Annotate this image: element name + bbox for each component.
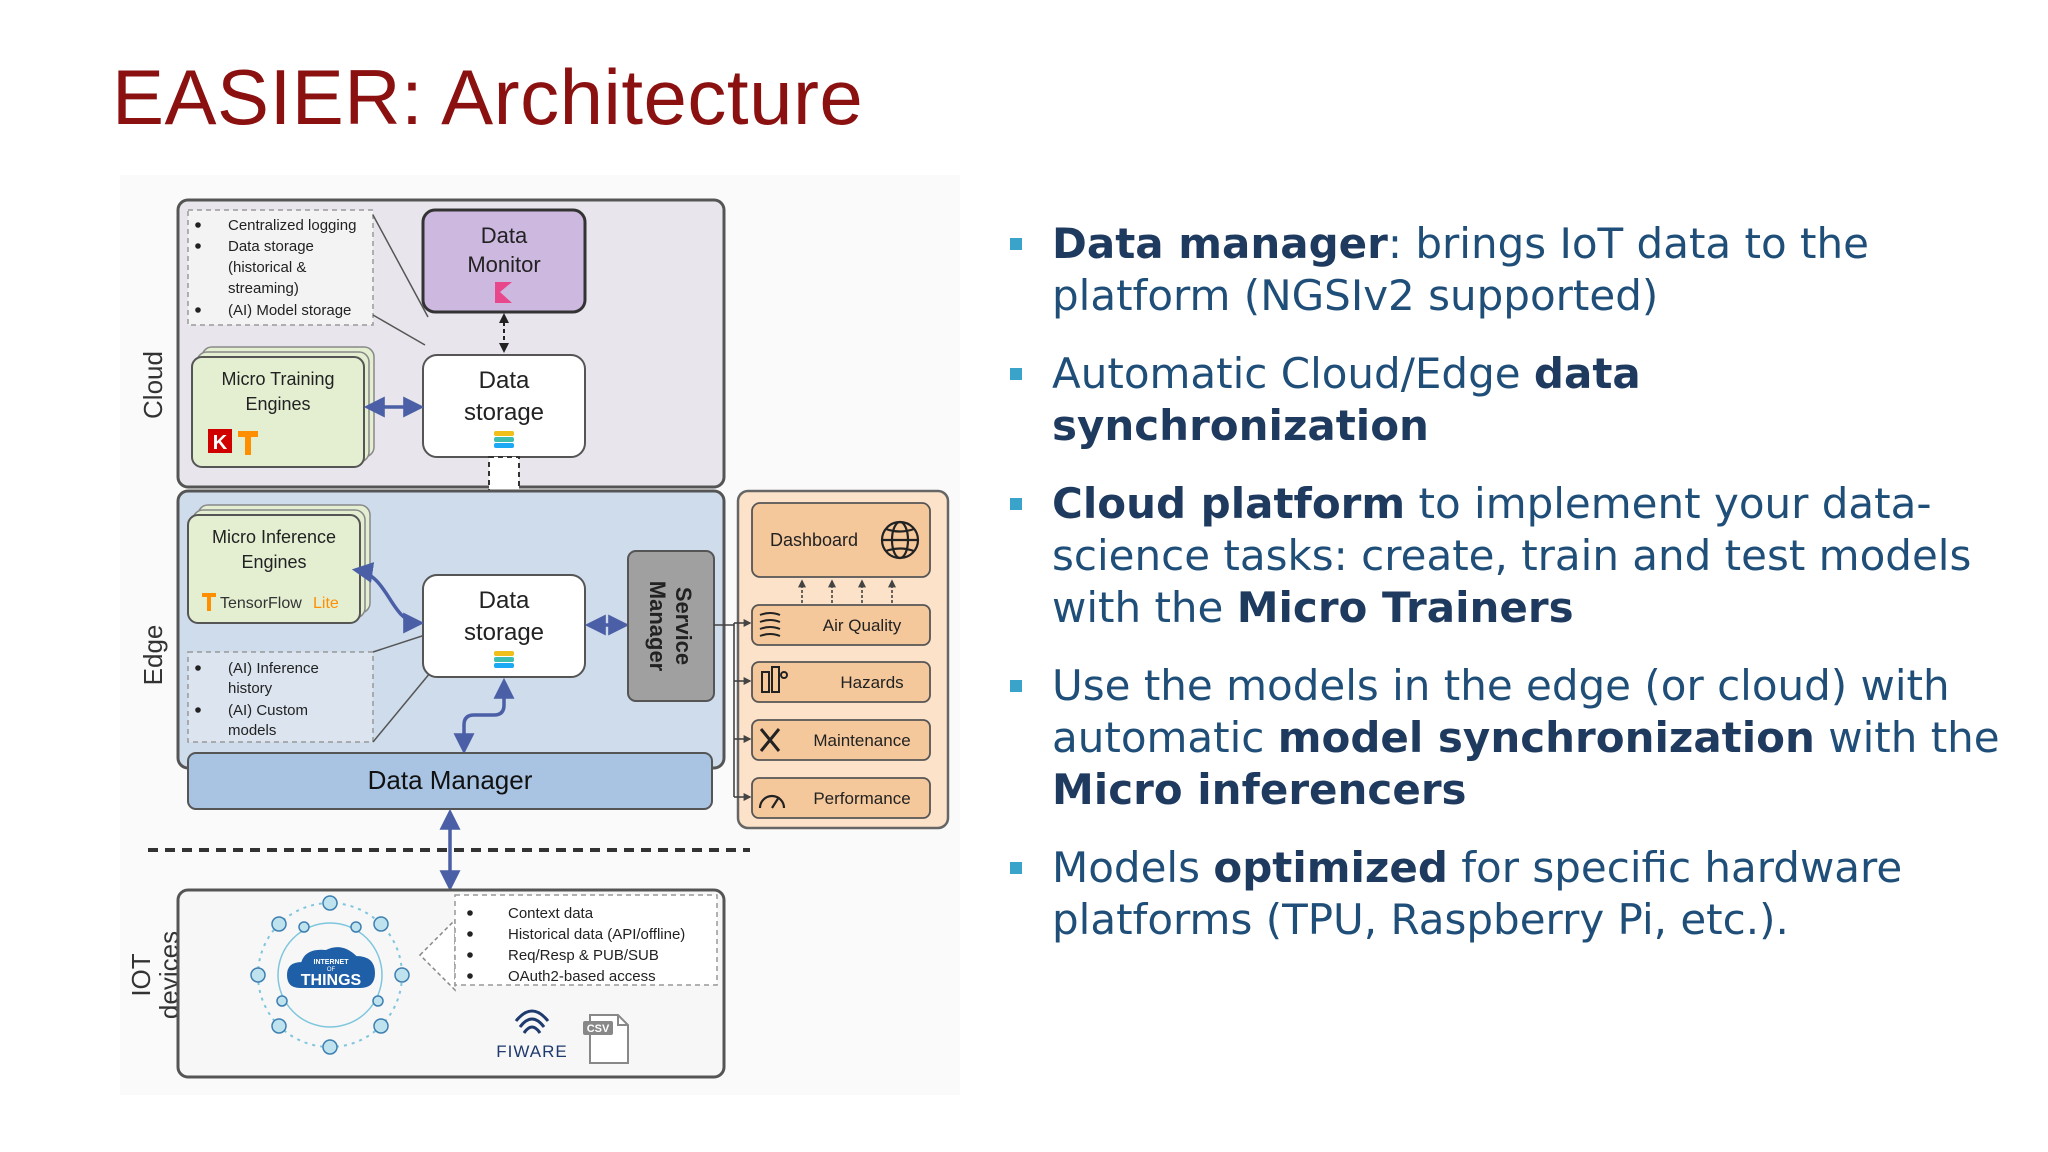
iot-notes: Context data Historical data (API/offlin… [467,905,685,985]
cloud-storage-label-2: storage [464,399,544,426]
tools-icon [759,728,781,752]
bullet-list: Data manager: brings IoT data to the pla… [1000,218,2010,972]
bullet-text: Use the models in the edge (or cloud) wi… [1052,661,1950,762]
performance-app [751,777,931,819]
cloud-note: (AI) Model storage [228,302,351,319]
cloud-storage-label-1: Data [479,367,530,394]
bullet-bold-text: model synchronization [1277,713,1815,762]
iot-logo-text: THINGS [301,972,362,989]
fiware-label: FIWARE [496,1042,567,1061]
dashboard-label: Dashboard [770,530,858,550]
tensorflow-icon [238,431,258,455]
cloud-note: Centralized logging [228,217,356,234]
bullet-bold-text: Data manager [1052,219,1388,268]
hazards-icon [761,666,788,693]
bullet-bold-text: data synchronization [1052,349,1641,450]
edge-storage-label-2: storage [464,619,544,646]
edge-note: models [228,722,276,739]
bullet-bold-text: optimized [1213,843,1448,892]
cloud-note: Data storage [228,238,314,255]
bullet-marker [1010,238,1022,250]
bullet-marker [1010,680,1022,692]
air-quality-icon [759,612,781,637]
cloud-note: streaming) [228,280,299,297]
edge-storage-label-1: Data [479,587,530,614]
bullet-text: Models [1052,843,1214,892]
micro-training-label-1: Micro Training [221,369,334,389]
bullet-bold-text: Micro inferencers [1052,765,1467,814]
iot-note: Req/Resp & PUB/SUB [508,947,659,964]
cloud-notes: Centralized logging Data storage (histor… [195,217,356,319]
bullet-marker [1010,862,1022,874]
globe-icon [880,520,920,560]
bullet-item: Cloud platform to implement your data-sc… [1000,478,2010,634]
data-monitor-label-2: Monitor [467,252,540,277]
micro-inference-label-1: Micro Inference [212,527,336,547]
edge-note: (AI) Inference [228,660,319,677]
elastic-icon [494,651,514,668]
bullet-item: Automatic Cloud/Edge data synchronizatio… [1000,348,2010,452]
keras-icon-letter: K [213,432,228,454]
tensorflow-lite-text: TensorFlow [220,595,302,612]
iot-note: Context data [508,905,594,922]
bullet-text: to implement your data-science tasks: cr… [1052,479,1972,632]
service-manager-label-1: Service [671,587,696,665]
dashboard-app [751,502,931,578]
iot-note: Historical data (API/offline) [508,926,685,943]
edge-note: (AI) Custom [228,702,308,719]
hazards-app [751,661,931,703]
micro-inference-label-2: Engines [241,552,306,572]
csv-file-icon [583,1014,629,1064]
iot-logo-text: INTERNET [314,959,350,966]
iot-notes-box [454,894,718,986]
air-quality-label: Air Quality [823,616,902,635]
bullet-item: Data manager: brings IoT data to the pla… [1000,218,2010,322]
bullet-marker [1010,368,1022,380]
bullet-text: with the [1814,713,2000,762]
hazards-label: Hazards [840,673,903,692]
maintenance-label: Maintenance [813,731,910,750]
bullet-text: for specific hardware platforms (TPU, Ra… [1052,843,1903,944]
service-manager-box [627,550,715,702]
performance-label: Performance [813,789,910,808]
bullet-item: Models optimized for specific hardware p… [1000,842,2010,946]
data-monitor-box [421,208,587,314]
bullet-bold-text: Cloud platform [1052,479,1406,528]
micro-training-label-2: Engines [245,394,310,414]
bullet-text: Automatic Cloud/Edge [1052,349,1534,398]
air-quality-app [751,604,931,646]
iot-logo-text: OF [327,967,336,973]
iot-layer-label-1: IOT [126,953,156,996]
slide-title: EASIER: Architecture [112,53,864,141]
iot-note: OAuth2-based access [508,968,656,985]
bullet-text: : brings IoT data to the platform (NGSIv… [1052,219,1869,320]
cloud-notes-box [187,209,374,326]
bullet-bold-text: Micro Trainers [1236,583,1574,632]
cloud-layer-label: Cloud [138,351,168,419]
bullet-marker [1010,498,1022,510]
edge-layer-label: Edge [138,625,168,686]
edge-notes: (AI) Inference history (AI) Custom model… [195,660,319,739]
tensorflow-lite-subtext: Lite [313,595,339,612]
fiware-logo [514,1009,550,1034]
elastic-icon [494,431,514,448]
gauge-icon [758,794,786,809]
edge-note: history [228,680,273,697]
data-monitor-label-1: Data [481,223,528,248]
architecture-diagram: Cloud Edge IOT devices Centralized loggi… [120,175,960,1095]
data-manager-label: Data Manager [368,765,533,795]
service-manager-label-2: Manager [645,581,670,672]
cloud-note: (historical & [228,259,306,276]
csv-label: CSV [587,1023,610,1035]
maintenance-app [751,719,931,761]
bullet-item: Use the models in the edge (or cloud) wi… [1000,660,2010,816]
tensorflow-lite-icon [202,593,216,611]
iot-network-illustration: INTERNET OF THINGS [250,895,410,1055]
kibana-icon [495,282,512,303]
edge-notes-box [187,651,374,743]
keras-icon [208,429,232,453]
